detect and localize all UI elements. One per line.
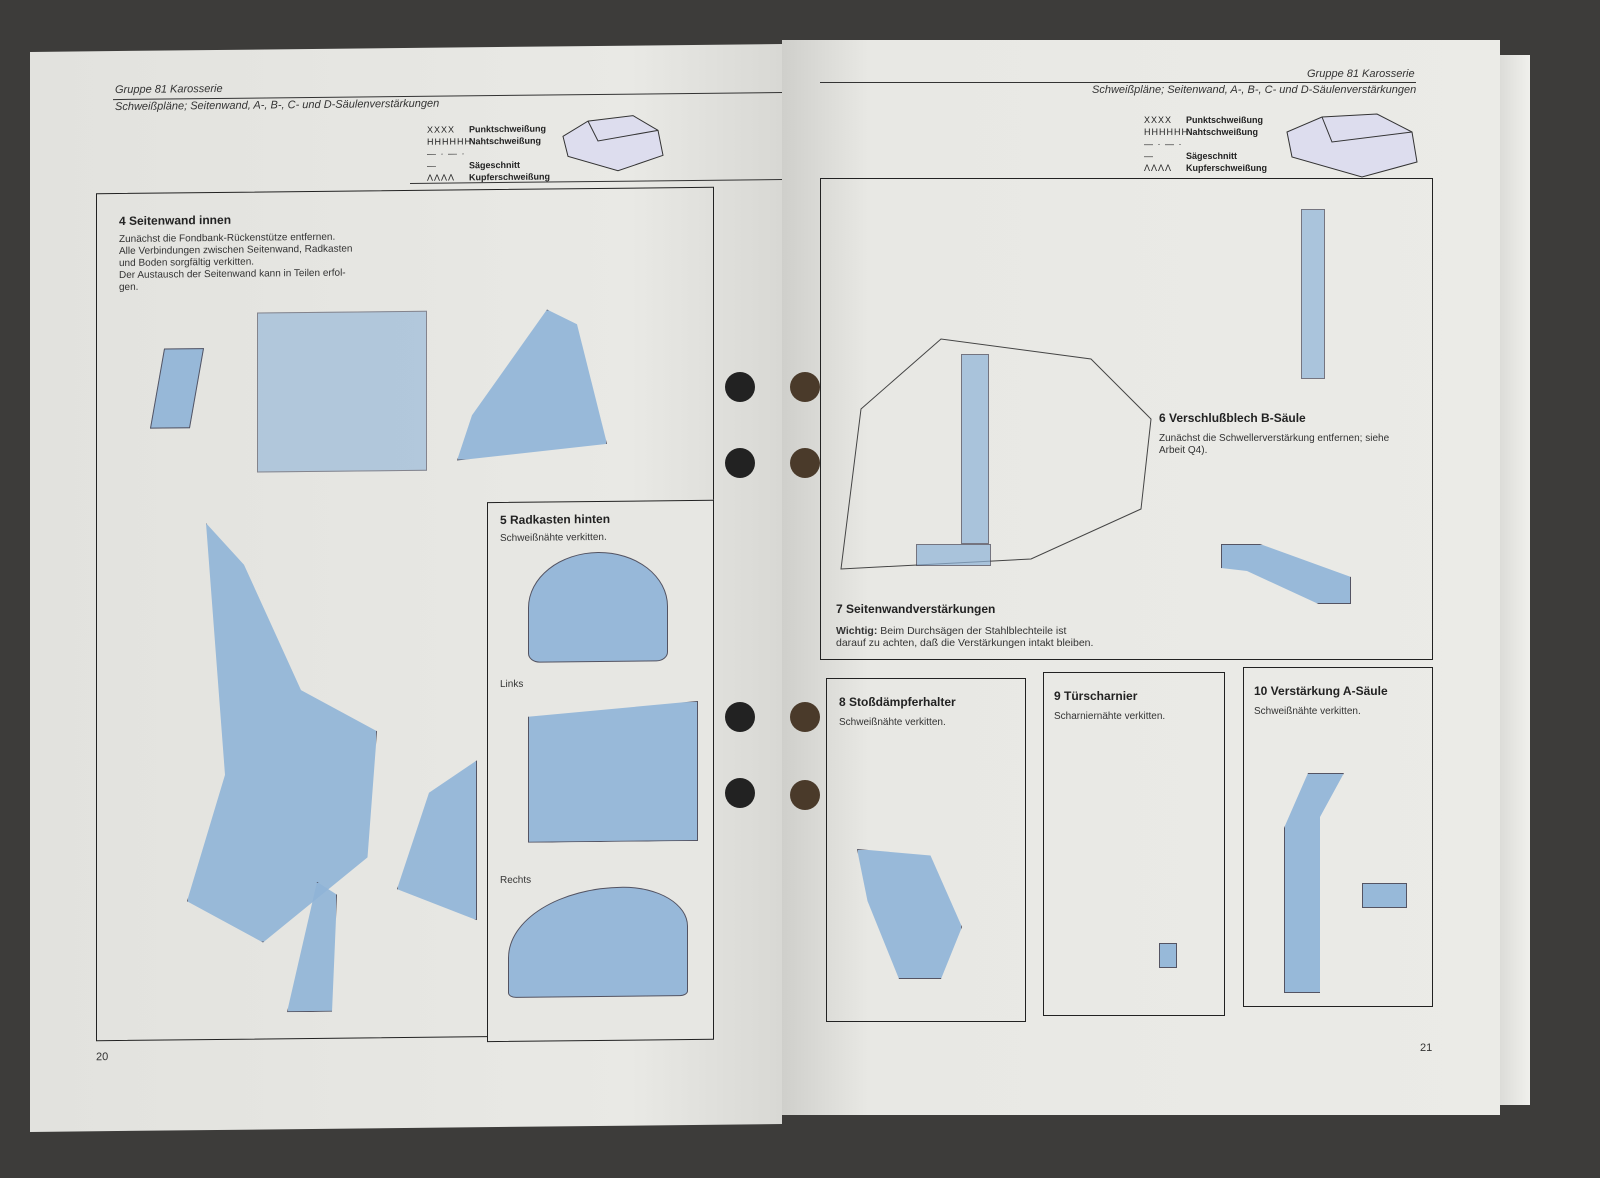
punch-hole	[725, 778, 755, 808]
diagram-part	[457, 309, 607, 461]
a-pillar-diagram	[1284, 773, 1344, 993]
left-page: Gruppe 81 Karosserie Schweißpläne; Seite…	[30, 44, 783, 1132]
diagram-part	[149, 348, 205, 429]
side-panel-diagram	[840, 338, 1152, 570]
header-subtitle: Schweißpläne; Seitenwand, A-, B-, C- und…	[1092, 84, 1417, 96]
page-number: 20	[96, 1051, 109, 1064]
car-body-icon	[562, 115, 664, 172]
section-9-box: 9 Türscharnier Scharniernähte verkitten.	[1043, 672, 1225, 1016]
section-10-text: Schweißnähte verkitten.	[1254, 706, 1361, 717]
punch-hole	[790, 780, 820, 810]
punch-hole	[790, 702, 820, 732]
section-10-box: 10 Verstärkung A-Säule Schweißnähte verk…	[1243, 667, 1433, 1007]
wheel-arch-diagram	[528, 551, 668, 663]
section-4-title: 4 Seitenwand innen	[119, 212, 232, 229]
diagram-part	[397, 760, 477, 921]
car-body-icon	[1286, 113, 1418, 178]
label-links: Links	[500, 678, 524, 691]
section-8-box: 8 Stoßdämpferhalter Schweißnähte verkitt…	[826, 678, 1026, 1022]
section-10-title: 10 Verstärkung A-Säule	[1254, 684, 1388, 698]
punch-hole	[790, 372, 820, 402]
section-7-title: 7 Seitenwandverstärkungen	[836, 602, 996, 616]
page-number: 21	[1420, 1042, 1433, 1054]
header-subtitle: Schweißpläne; Seitenwand, A-, B-, C- und…	[115, 97, 440, 114]
sill-reinforcement	[916, 544, 991, 566]
header-group: Gruppe 81 Karosserie	[115, 82, 223, 97]
side-wall-diagram	[187, 521, 377, 943]
section-6-title: 6 Verschlußblech B-Säule	[1159, 411, 1306, 425]
punch-hole	[725, 448, 755, 478]
wheel-arch-right-diagram	[508, 886, 688, 998]
section-5-title: 5 Radkasten hinten	[500, 511, 611, 528]
section-9-text: Scharniernähte verkitten.	[1054, 711, 1166, 722]
punch-hole	[790, 448, 820, 478]
punch-hole	[725, 372, 755, 402]
section-5-box: 5 Radkasten hinten Schweißnähte verkitte…	[487, 499, 714, 1043]
section-8-text: Schweißnähte verkitten.	[839, 717, 946, 728]
b-pillar-diagram	[1301, 209, 1325, 379]
closing-plate-diagram	[1221, 544, 1351, 604]
b-pillar-reinforcement	[961, 354, 989, 544]
section-7-text: Wichtig: Beim Durchsägen der Stahlblecht…	[836, 625, 1094, 649]
shock-absorber-mount-diagram	[857, 849, 962, 979]
label-rechts: Rechts	[500, 874, 532, 887]
section-6-7-box: 6 Verschlußblech B-Säule Zunächst die Sc…	[820, 178, 1433, 660]
header-group: Gruppe 81 Karosserie	[1307, 68, 1415, 80]
section-4-text: Zunächst die Fondbank-Rückenstütze entfe…	[119, 231, 353, 294]
wheel-arch-left-diagram	[528, 701, 698, 843]
punch-hole	[725, 702, 755, 732]
diagram-part	[1362, 883, 1407, 908]
section-5-text: Schweißnähte verkitten.	[500, 531, 607, 545]
section-6-text: Zunächst die Schwellerverstärkung entfer…	[1159, 433, 1390, 456]
door-hinge-diagram	[1159, 943, 1177, 968]
page-stack-edge	[1500, 55, 1530, 1105]
section-9-title: 9 Türscharnier	[1054, 689, 1138, 703]
section-8-title: 8 Stoßdämpferhalter	[839, 695, 956, 709]
diagram-part	[257, 310, 427, 473]
right-page: Gruppe 81 Karosserie Schweißpläne; Seite…	[782, 40, 1500, 1115]
